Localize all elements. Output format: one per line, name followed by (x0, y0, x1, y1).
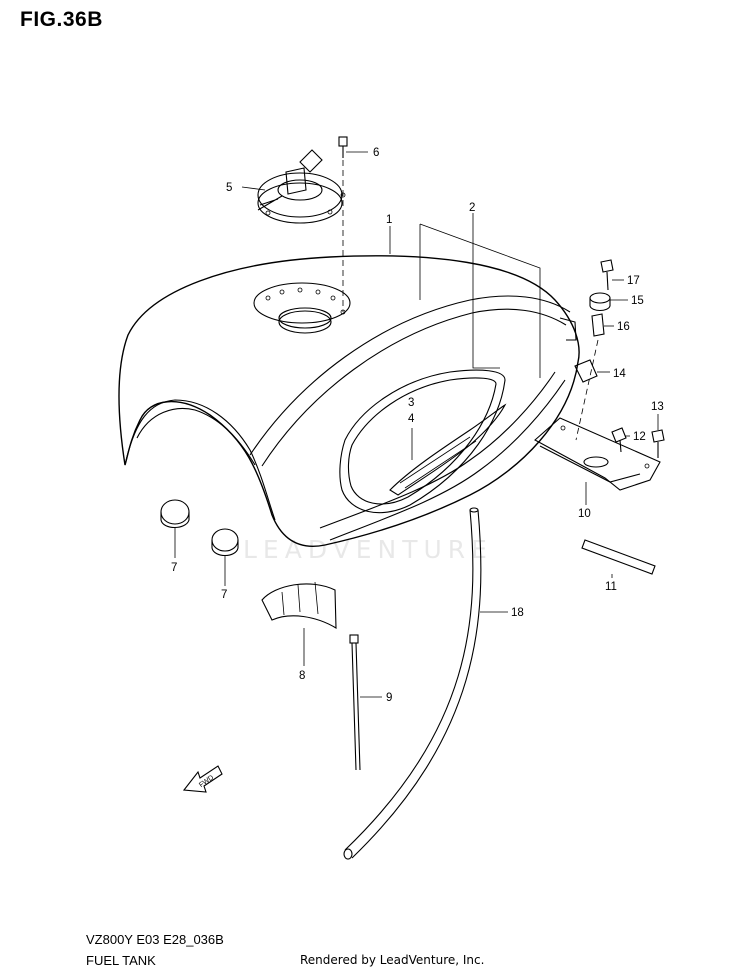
frame-cushion[interactable] (261, 581, 337, 629)
bolt-12[interactable] (611, 427, 627, 453)
fuel-tank[interactable] (118, 255, 580, 547)
breather-hose[interactable] (343, 507, 482, 860)
callout-14: 14 (613, 368, 626, 380)
callout-2: 2 (469, 202, 475, 214)
forward-direction-arrow: FWD (182, 765, 223, 793)
tank-cushion-rear[interactable] (211, 528, 239, 557)
callout-8: 8 (299, 670, 305, 682)
clamp-band[interactable] (349, 634, 361, 771)
bolt-13[interactable] (651, 429, 665, 458)
callout-4: 4 (408, 413, 415, 425)
tank-cushion-front[interactable] (160, 499, 190, 529)
fuel-cap[interactable] (257, 149, 346, 224)
callout-6: 6 (373, 147, 379, 159)
fwd-label: FWD (198, 774, 215, 789)
callout-numbers: 1 2 3 4 5 6 7 7 8 9 10 11 12 13 14 15 16… (171, 147, 664, 704)
callout-13: 13 (651, 401, 664, 413)
model-code: VZ800Y E03 E28_036B (86, 932, 224, 947)
callout-12: 12 (633, 431, 646, 443)
tank-rear-bracket[interactable] (534, 417, 661, 491)
leader-lines (174, 151, 659, 698)
callout-5: 5 (226, 182, 232, 194)
callout-10: 10 (578, 508, 591, 520)
callout-9: 9 (386, 692, 392, 704)
callout-7b: 7 (221, 589, 227, 601)
cushion-14[interactable] (574, 359, 598, 383)
part-name: FUEL TANK (86, 953, 156, 968)
bushing-15[interactable] (589, 292, 611, 312)
callout-15: 15 (631, 295, 644, 307)
callout-16: 16 (617, 321, 630, 333)
render-credit: Rendered by LeadVenture, Inc. (300, 953, 485, 967)
cushion-strip[interactable] (581, 539, 656, 575)
collar-16[interactable] (591, 313, 605, 337)
cap-screw[interactable] (338, 136, 348, 158)
callout-7a: 7 (171, 562, 177, 574)
callout-17: 17 (627, 275, 640, 287)
bolt-17[interactable] (600, 259, 614, 291)
callout-3: 3 (408, 397, 414, 409)
callout-18: 18 (511, 607, 524, 619)
watermark: LEADVENTURE (243, 535, 493, 564)
figure-title: FIG.36B (20, 8, 103, 31)
callout-11: 11 (605, 581, 617, 593)
callout-1: 1 (386, 214, 392, 226)
